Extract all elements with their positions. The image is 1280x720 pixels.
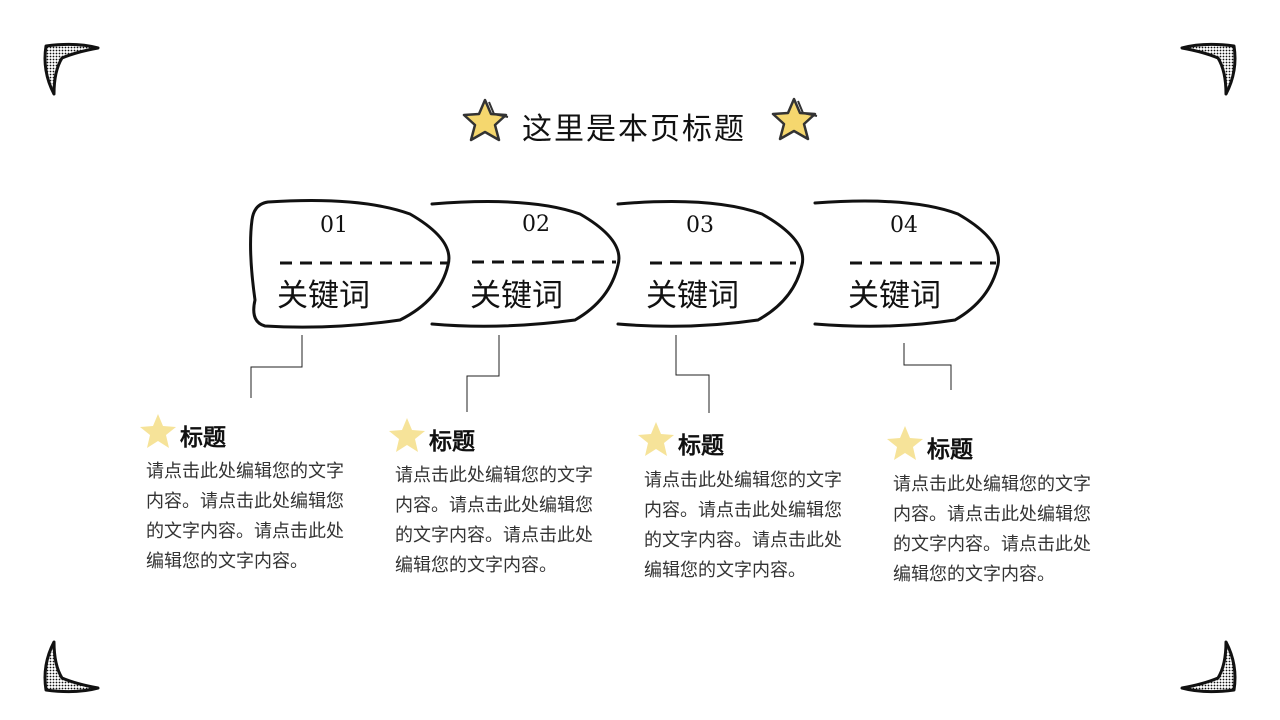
step-keyword: 关键词 [277, 278, 370, 314]
step-keyword: 关键词 [470, 278, 563, 314]
star-icon [887, 426, 923, 460]
star-icon [638, 422, 674, 456]
item-title: 标题 [180, 424, 226, 451]
step-shape-4 [813, 199, 1000, 328]
text-line: 请点击此处编辑您的文字 [893, 474, 1091, 495]
step-keyword: 关键词 [646, 278, 739, 314]
corner-top-right [1180, 42, 1237, 96]
star-icon [140, 414, 176, 448]
text-line: 请点击此处编辑您的文字 [395, 465, 593, 486]
step-number: 01 [320, 213, 348, 238]
text-line: 编辑您的文字内容。 [146, 551, 308, 572]
star-icon [771, 97, 819, 141]
text-line: 内容。请点击此处编辑您 [146, 491, 344, 512]
connector-line [903, 343, 952, 390]
text-line: 请点击此处编辑您的文字 [644, 470, 842, 491]
item-description: 请点击此处编辑您的文字 内容。请点击此处编辑您 的文字内容。请点击此处 编辑您的… [146, 457, 344, 577]
item-description: 请点击此处编辑您的文字 内容。请点击此处编辑您 的文字内容。请点击此处 编辑您的… [893, 470, 1091, 590]
text-line: 编辑您的文字内容。 [893, 564, 1055, 585]
text-line: 内容。请点击此处编辑您 [395, 495, 593, 516]
step-number: 03 [686, 213, 714, 238]
step-shape-1 [249, 199, 451, 329]
item-description: 请点击此处编辑您的文字 内容。请点击此处编辑您 的文字内容。请点击此处 编辑您的… [395, 461, 593, 581]
item-title: 标题 [927, 436, 973, 463]
text-line: 的文字内容。请点击此处 [644, 530, 842, 551]
connector-line [250, 335, 303, 398]
connector-line [675, 335, 710, 413]
text-line: 编辑您的文字内容。 [644, 560, 806, 581]
text-line: 的文字内容。请点击此处 [146, 521, 344, 542]
item-description: 请点击此处编辑您的文字 内容。请点击此处编辑您 的文字内容。请点击此处 编辑您的… [644, 466, 842, 586]
text-line: 请点击此处编辑您的文字 [146, 461, 344, 482]
text-line: 的文字内容。请点击此处 [395, 525, 593, 546]
step-number: 04 [890, 213, 918, 238]
text-line: 内容。请点击此处编辑您 [893, 504, 1091, 525]
item-title: 标题 [678, 432, 724, 459]
star-icon [462, 98, 510, 142]
step-number: 02 [522, 212, 550, 237]
connector-line [466, 335, 500, 412]
page-title: 这里是本页标题 [522, 112, 746, 147]
step-shape-3 [616, 200, 805, 328]
step-keyword: 关键词 [848, 278, 941, 314]
step-shape-2 [430, 200, 621, 328]
text-line: 编辑您的文字内容。 [395, 555, 557, 576]
corner-bottom-right [1180, 640, 1237, 694]
text-line: 的文字内容。请点击此处 [893, 534, 1091, 555]
corner-top-left [43, 42, 100, 96]
corner-bottom-left [43, 640, 100, 694]
item-title: 标题 [429, 428, 475, 455]
text-line: 内容。请点击此处编辑您 [644, 500, 842, 521]
star-icon [389, 418, 425, 452]
